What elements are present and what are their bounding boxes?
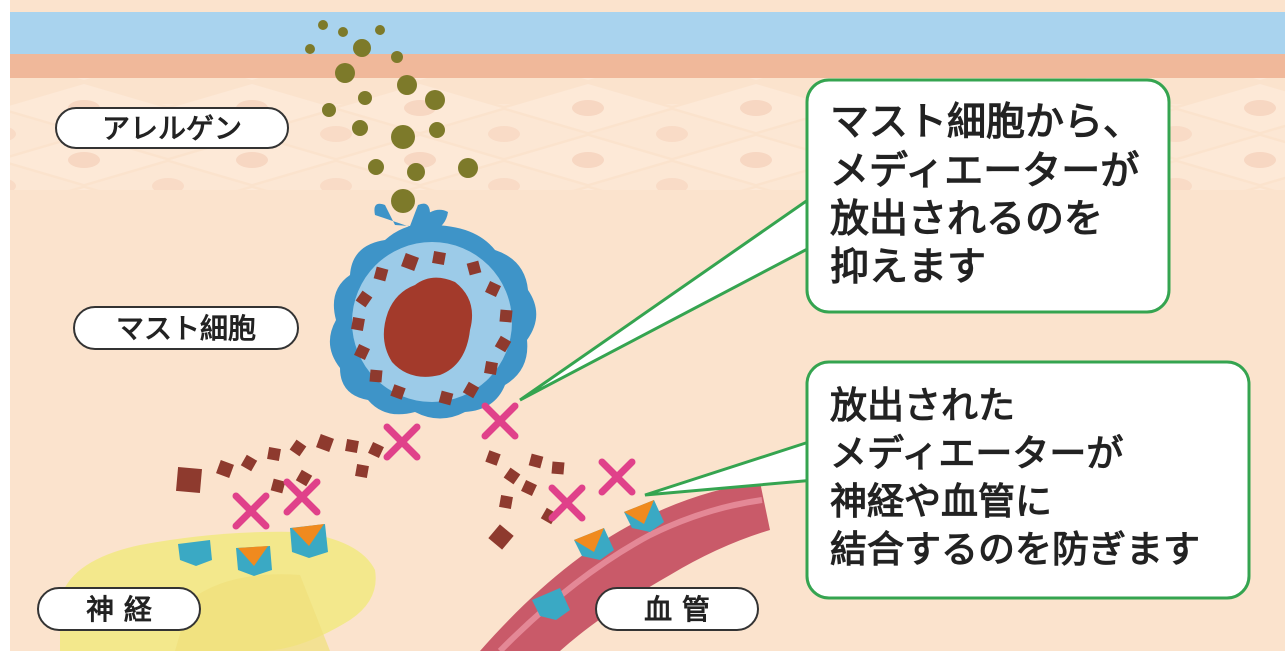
label-mast-cell-text: マスト細胞 [116, 312, 256, 345]
allergen-particles [305, 20, 478, 213]
callout-bottom-line-1: 放出された [830, 384, 1015, 427]
released-mediators [175, 434, 565, 550]
block-x-mark [548, 484, 586, 522]
label-allergen: アレルゲン [55, 107, 289, 149]
block-x-mark [232, 492, 270, 530]
label-nerve-text: 神 経 [86, 593, 153, 626]
label-allergen-text: アレルゲン [102, 112, 242, 145]
sky-band [10, 12, 1285, 54]
callout-bottom-line-4: 結合するのを防ぎます [830, 528, 1200, 571]
callout-bottom-line-2: メディエーターが [830, 432, 1123, 475]
block-x-marks [232, 402, 636, 530]
block-x-mark [283, 478, 321, 516]
block-x-mark [481, 402, 519, 440]
callout-top-line-1: マスト細胞から、 [830, 100, 1142, 145]
callout-top: マスト細胞から、 メディエーターが 放出されるのを 抑えます [519, 78, 1171, 402]
callout-top-line-3: 放出されるのを [830, 197, 1103, 242]
mast-cell [329, 203, 537, 419]
label-blood-vessel-text: 血 管 [644, 593, 710, 626]
label-blood-vessel: 血 管 [595, 587, 759, 631]
label-nerve: 神 経 [37, 587, 201, 631]
skin-surface-band [10, 54, 1285, 78]
callout-top-line-2: メディエーターが [830, 149, 1139, 194]
label-mast-cell: マスト細胞 [73, 306, 299, 350]
callout-bottom: 放出された メディエーターが 神経や血管に 結合するのを防ぎます [644, 360, 1251, 600]
vessel-receptors [532, 500, 664, 620]
nerve-receptors [178, 524, 328, 576]
callout-top-line-4: 抑えます [830, 245, 986, 290]
callout-bottom-line-3: 神経や血管に [830, 480, 1052, 523]
block-x-mark [598, 458, 636, 496]
block-x-mark [383, 423, 421, 461]
